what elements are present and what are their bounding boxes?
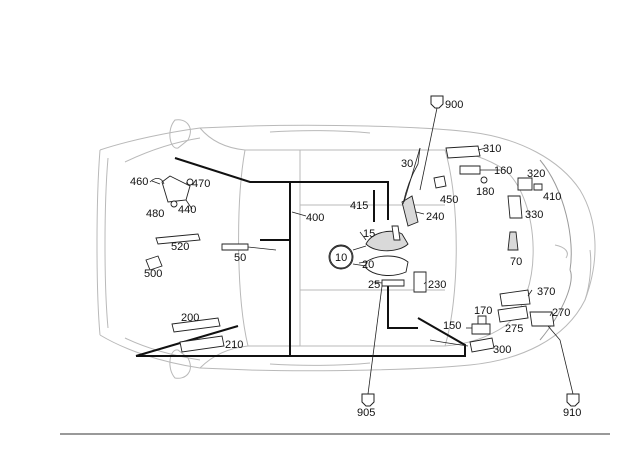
module-500 [145, 255, 163, 271]
callout-400: 400 [306, 212, 324, 224]
unit-410 [533, 183, 543, 191]
unit-320 [517, 177, 533, 191]
callout-910: 910 [563, 407, 581, 419]
callout-370: 370 [537, 286, 555, 298]
seat-frame-20 [365, 255, 409, 276]
module-270 [529, 311, 555, 327]
callout-480: 480 [146, 208, 164, 220]
belt-240 [401, 195, 419, 227]
callout-10: 10 [335, 252, 347, 264]
callout-20: 20 [362, 259, 374, 271]
callout-200: 200 [181, 312, 199, 324]
sensor-520 [155, 233, 201, 245]
module-370 [499, 289, 531, 307]
module-330 [507, 195, 523, 219]
callout-415: 415 [350, 200, 368, 212]
callout-210: 210 [225, 339, 243, 351]
bracket-210 [179, 335, 225, 353]
callout-500: 500 [144, 268, 162, 280]
component-50 [221, 243, 249, 251]
connector-25 [381, 279, 405, 287]
unit-300 [469, 337, 495, 353]
callout-470: 470 [192, 178, 210, 190]
callout-170: 170 [474, 305, 492, 317]
callout-410: 410 [543, 191, 561, 203]
callout-310: 310 [483, 143, 501, 155]
module-275 [497, 305, 529, 323]
callout-labels: 900 310 30 160 320 460 470 180 410 450 4… [130, 99, 581, 419]
callout-440: 440 [178, 204, 196, 216]
callout-905: 905 [357, 407, 375, 419]
unit-160 [459, 165, 481, 175]
unit-150 [471, 323, 491, 335]
unit-310 [445, 145, 481, 159]
cable-460 [149, 178, 165, 185]
sensor-470 [186, 178, 194, 186]
plug-910 [566, 393, 580, 407]
callout-520: 520 [171, 241, 189, 253]
callout-450: 450 [440, 194, 458, 206]
callout-300: 300 [493, 344, 511, 356]
buckle-230 [413, 271, 427, 293]
callout-150: 150 [443, 320, 461, 332]
plug-900 [430, 95, 444, 109]
callout-230: 230 [428, 279, 446, 291]
sensor-480 [170, 200, 178, 208]
callout-180: 180 [476, 186, 494, 198]
connector-plugs [361, 95, 580, 407]
callout-240: 240 [426, 211, 444, 223]
callout-50: 50 [234, 252, 246, 264]
sensor-170 [477, 315, 487, 325]
plug-905 [361, 393, 375, 407]
callout-15: 15 [363, 228, 375, 240]
callout-330: 330 [525, 209, 543, 221]
callout-30: 30 [401, 158, 413, 170]
module-10 [328, 244, 354, 270]
sensor-180 [480, 176, 488, 184]
components [145, 145, 555, 353]
callout-320: 320 [527, 168, 545, 180]
sensor-70 [507, 231, 519, 251]
callout-70: 70 [510, 256, 522, 268]
callout-25: 25 [368, 279, 380, 291]
callout-460: 460 [130, 176, 148, 188]
control-unit-440 [161, 175, 191, 203]
callout-10-ring [329, 245, 353, 269]
callout-275: 275 [505, 323, 523, 335]
bracket-200 [171, 317, 221, 333]
sensor-450 [433, 175, 447, 189]
callout-leaders [151, 147, 553, 329]
callout-270: 270 [552, 307, 570, 319]
seat-latch [391, 225, 401, 241]
callout-900: 900 [445, 99, 463, 111]
callout-160: 160 [494, 165, 512, 177]
